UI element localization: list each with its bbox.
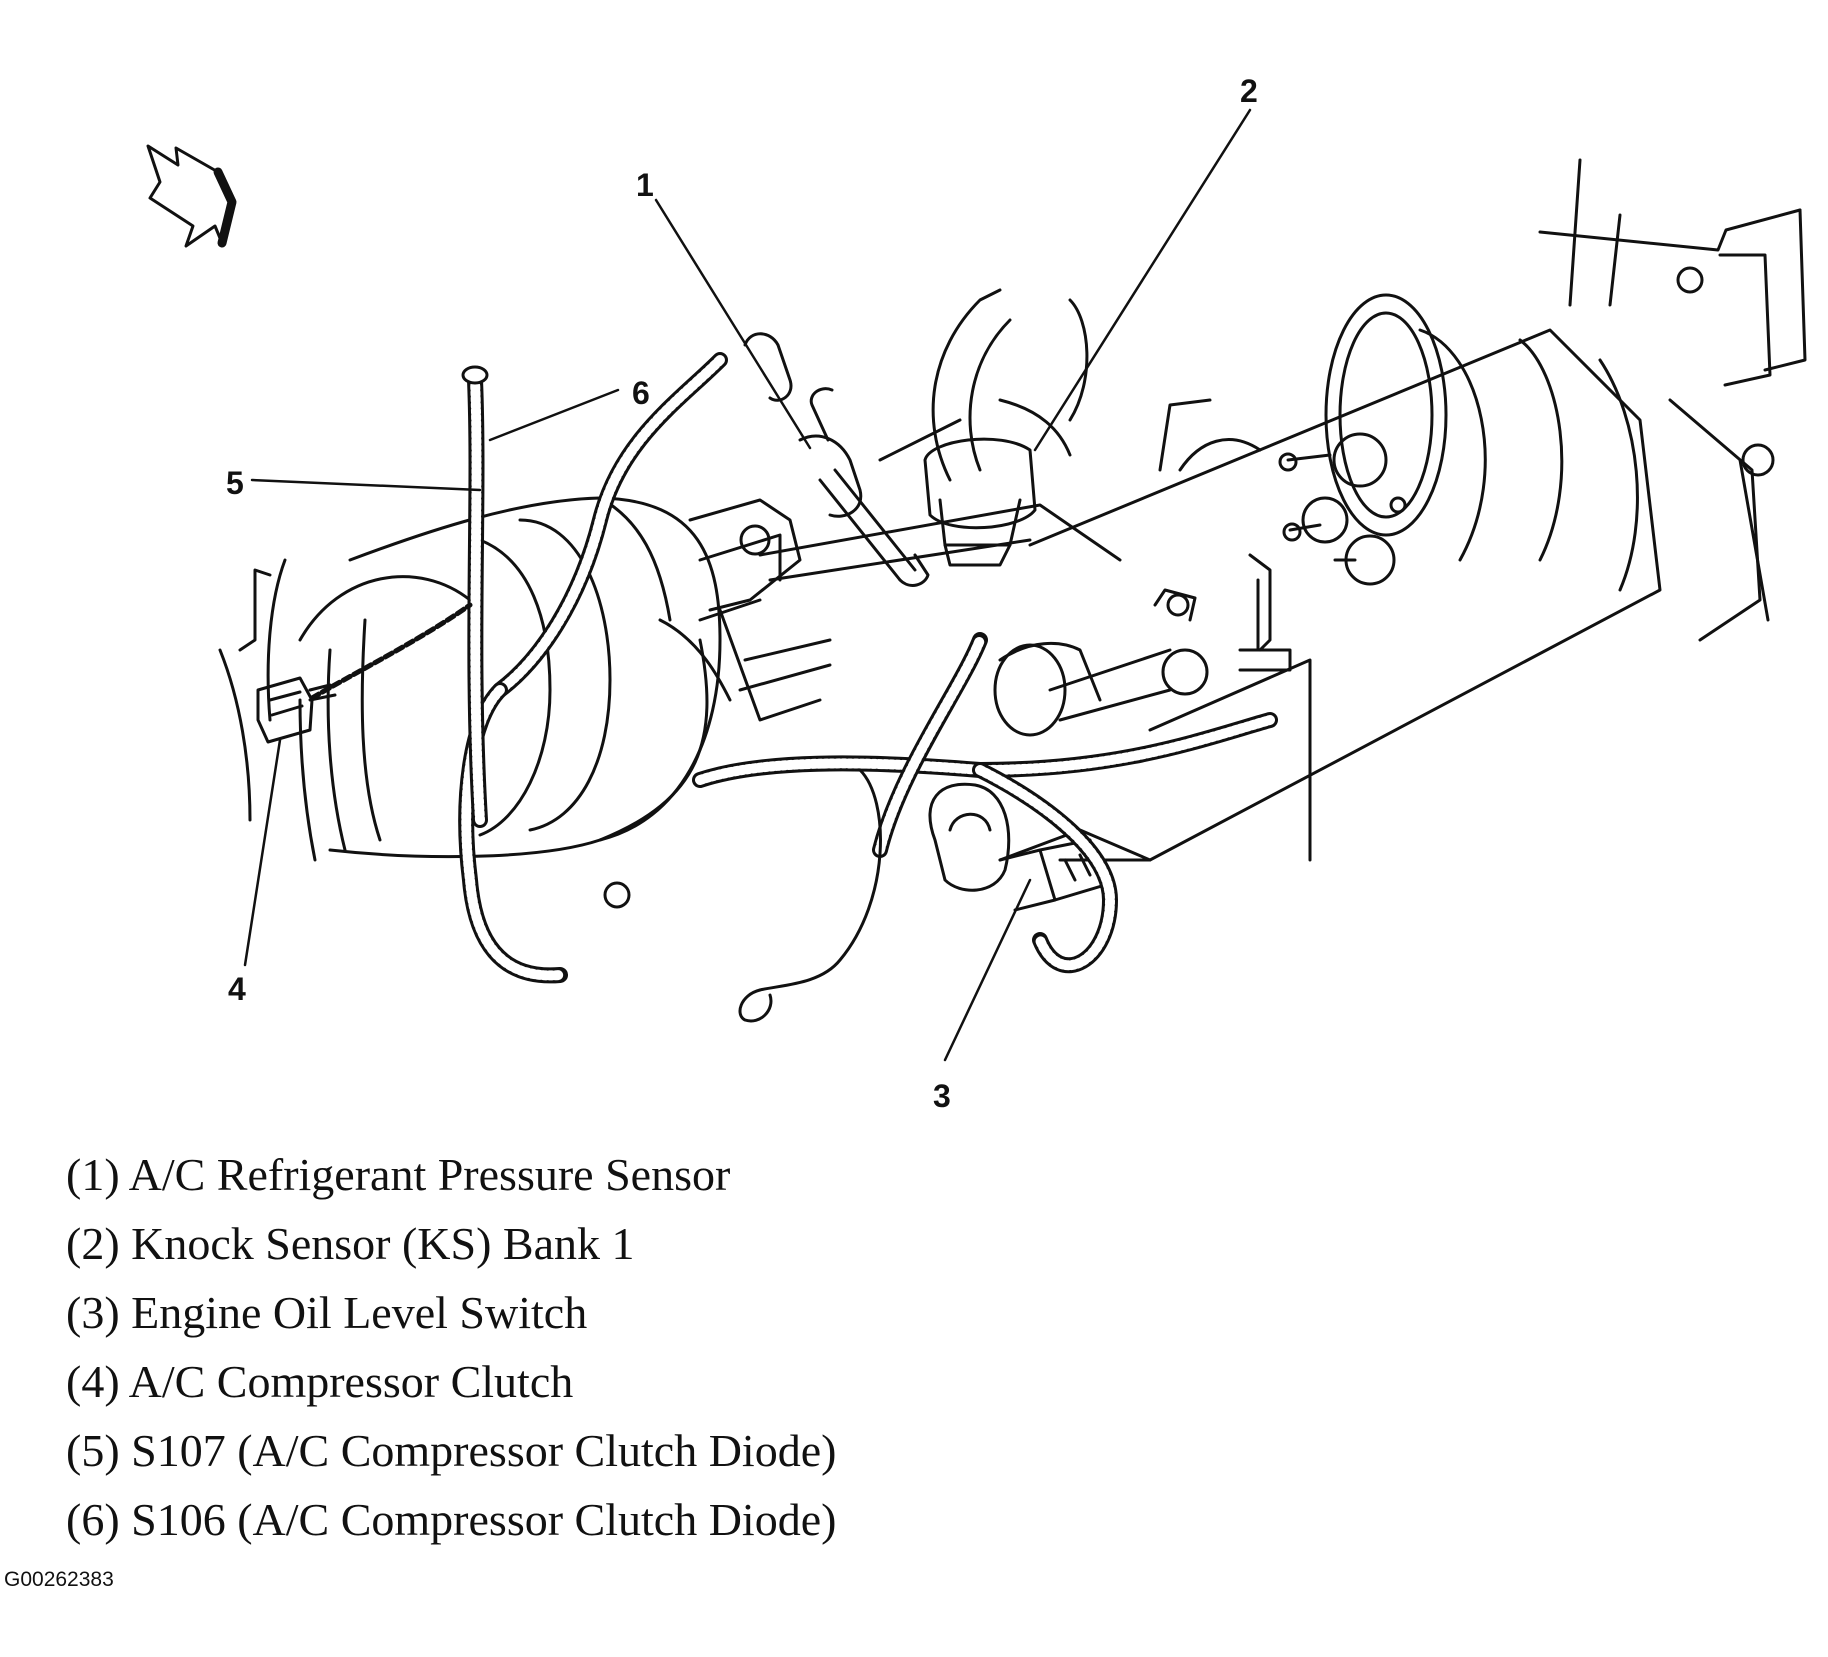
callout-5: 5 (226, 465, 244, 501)
wire-harness-conduits (458, 352, 1278, 984)
knock-sensor (923, 298, 1089, 567)
legend-item: (2) Knock Sensor (KS) Bank 1 (66, 1218, 635, 1269)
direction-arrow-icon (146, 144, 237, 248)
starter-motor (998, 293, 1662, 862)
refrigerant-lines (758, 288, 1292, 737)
thin-wires (309, 602, 882, 1023)
callout-6: 6 (632, 375, 650, 411)
solenoid-terminals (1278, 432, 1407, 586)
callout-leader-lines (243, 108, 1252, 1062)
callout-1: 1 (636, 167, 654, 203)
ac-refrigerant-pressure-sensor (743, 332, 930, 587)
engine-block-outline (1538, 158, 1807, 642)
legend-item: (3) Engine Oil Level Switch (66, 1287, 588, 1338)
callout-4: 4 (228, 971, 246, 1007)
component-legend: (1) A/C Refrigerant Pressure Sensor (2) … (66, 1140, 1266, 1554)
callout-2: 2 (1240, 73, 1258, 109)
legend-item: (4) A/C Compressor Clutch (66, 1356, 574, 1407)
engine-wiring-illustration: 1 2 3 4 5 6 (146, 73, 1807, 1114)
legend-item: (5) S107 (A/C Compressor Clutch Diode) (66, 1425, 837, 1476)
callout-3: 3 (933, 1078, 951, 1114)
compressor-body (218, 496, 832, 909)
legend-item: (1) A/C Refrigerant Pressure Sensor (66, 1149, 731, 1200)
figure-id: G00262383 (4, 1568, 114, 1591)
legend-item: (6) S106 (A/C Compressor Clutch Diode) (66, 1494, 837, 1545)
callout-numbers: 1 2 3 4 5 6 (226, 73, 1258, 1114)
